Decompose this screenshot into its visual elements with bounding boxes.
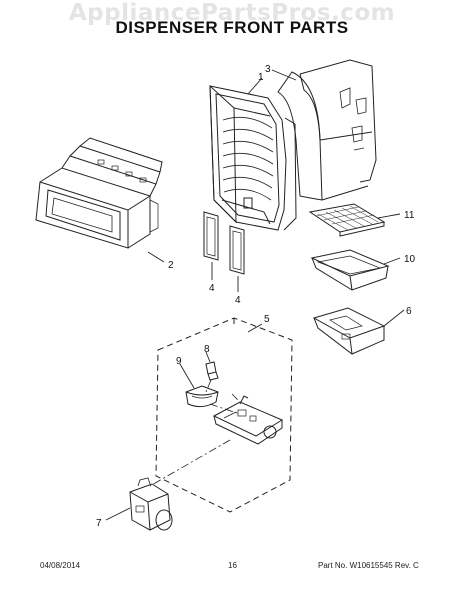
callout-5: 5 (264, 314, 270, 325)
footer-part-number: Part No. W10615545 Rev. C (318, 561, 419, 570)
part-6-base (312, 307, 386, 355)
part-1-housing (209, 84, 297, 231)
callout-4-left: 4 (209, 283, 215, 294)
callout-10: 10 (404, 254, 416, 265)
footer-date: 04/08/2014 (40, 561, 81, 570)
part-2-panel (35, 137, 163, 249)
part-10-tray (310, 249, 390, 291)
callout-4-right: 4 (235, 295, 241, 306)
part-9-cup (185, 385, 219, 408)
callout-8: 8 (204, 344, 210, 355)
part-8-clip (205, 361, 219, 381)
callout-2: 2 (168, 260, 174, 271)
part-11-grille (308, 203, 386, 237)
callout-1: 1 (258, 72, 264, 83)
callout-6: 6 (406, 306, 412, 317)
watermark: AppliancePartsPros.com (68, 0, 396, 26)
part-4-pads (203, 211, 245, 275)
part-5-board (212, 395, 284, 445)
diagram-title: DISPENSER FRONT PARTS (115, 18, 349, 37)
part-3-cover (277, 59, 377, 201)
callout-7: 7 (96, 518, 102, 529)
callout-3: 3 (265, 64, 271, 75)
part-7-motor (129, 477, 173, 531)
callout-11: 11 (404, 210, 415, 221)
footer-page-number: 16 (228, 561, 237, 570)
part-5-assembly-box (155, 317, 293, 513)
callout-9: 9 (176, 356, 182, 367)
